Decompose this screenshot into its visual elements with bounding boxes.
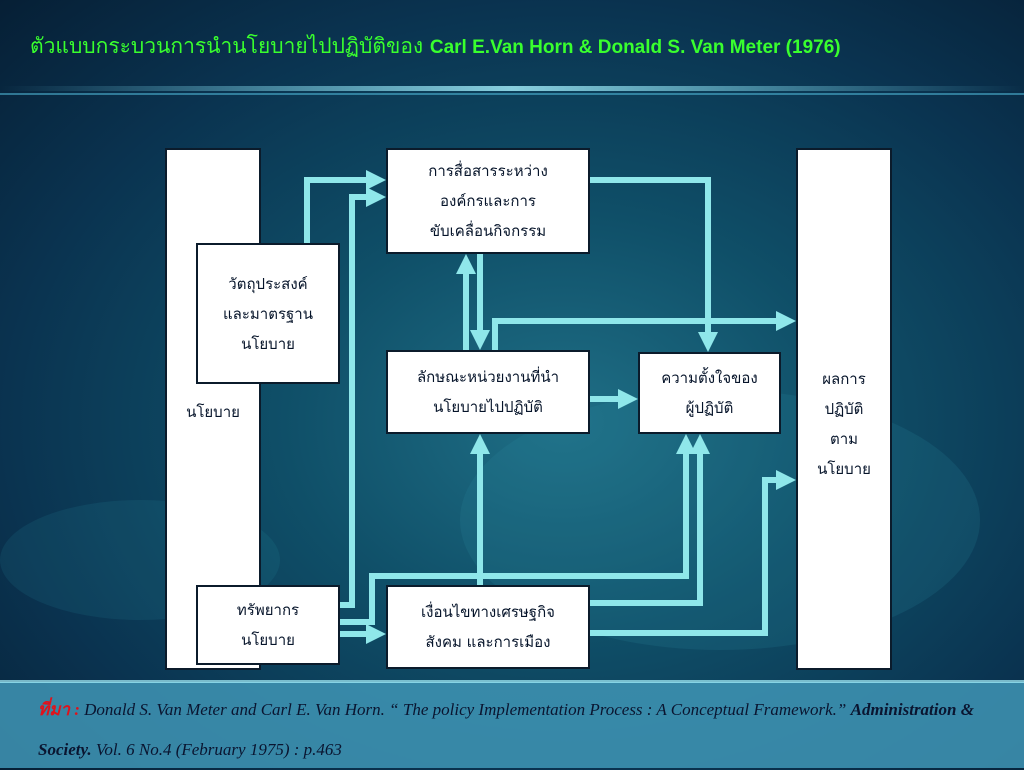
communication-line-3: ขับเคลื่อนกิจกรรม (429, 222, 547, 240)
arrow-conditions-to-performance (590, 477, 778, 636)
source-details: Vol. 6 No.4 (February 1975) : p.463 (95, 740, 342, 759)
policy-label: นโยบาย (186, 403, 240, 421)
arrowhead (366, 187, 386, 207)
arrowhead (366, 624, 386, 644)
source-journal: Administration & Society. (38, 700, 974, 759)
arrow-resources-to-disposition (340, 452, 689, 625)
arrowhead (676, 434, 696, 454)
resources-line-2: นโยบาย (241, 631, 295, 649)
arrowhead (776, 470, 796, 490)
arrow-resources-to-communication (340, 194, 368, 608)
source-citation: ที่มา : Donald S. Van Meter and Carl E. … (38, 690, 1013, 770)
title-thai: ตัวแบบกระบวนการนำนโยบายไปปฏิบัติของ (30, 34, 424, 58)
performance-line-3: ตาม (829, 430, 859, 448)
arrowhead (470, 330, 490, 350)
disposition-line-2: ผู้ปฏิบัติ (685, 399, 734, 417)
agency-line-2: นโยบายไปปฏิบัติ (433, 398, 543, 416)
agency-box: ลักษณะหน่วยงานที่นำ นโยบายไปปฏิบัติ (386, 350, 590, 434)
resources-line-1: ทรัพยากร (236, 601, 300, 619)
communication-box: การสื่อสารระหว่าง องค์กรและการ ขับเคลื่อ… (386, 148, 590, 254)
arrowhead (690, 434, 710, 454)
source-label: ที่มา : (38, 700, 80, 719)
arrowhead (470, 434, 490, 454)
conditions-box: เงื่อนไขทางเศรษฐกิจ สังคม และการเมือง (386, 585, 590, 669)
conditions-line-1: เงื่อนไขทางเศรษฐกิจ (421, 603, 555, 621)
arrow-communication-to-disposition (590, 177, 711, 334)
policy-column: นโยบาย (165, 148, 261, 670)
objectives-line-3: นโยบาย (241, 334, 295, 353)
performance-column: ผลการ ปฏิบัติ ตาม นโยบาย (796, 148, 892, 670)
communication-line-1: การสื่อสารระหว่าง (428, 162, 548, 180)
performance-line-2: ปฏิบัติ (824, 400, 864, 418)
resources-box: ทรัพยากร นโยบาย (196, 585, 340, 665)
communication-line-2: องค์กรและการ (440, 192, 536, 210)
performance-line-1: ผลการ (822, 370, 866, 388)
agency-line-1: ลักษณะหน่วยงานที่นำ (416, 368, 560, 386)
source-authors: Donald S. Van Meter and Carl E. Van Horn… (84, 700, 847, 719)
arrow-objectives-to-communication (304, 177, 368, 243)
objectives-box: วัตถุประสงค์ และมาตรฐาน นโยบาย (196, 243, 340, 384)
arrowhead (776, 311, 796, 331)
objectives-line-2: และมาตรฐาน (223, 304, 313, 323)
arrowhead (618, 389, 638, 409)
slide-title: ตัวแบบกระบวนการนำนโยบายไปปฏิบัติของ Carl… (30, 30, 1010, 63)
conditions-line-2: สังคม และการเมือง (425, 633, 551, 651)
arrowhead (698, 332, 718, 352)
arrow-agency-to-performance (492, 318, 778, 350)
disposition-line-1: ความตั้งใจของ (661, 369, 758, 387)
disposition-box: ความตั้งใจของ ผู้ปฏิบัติ (638, 352, 781, 434)
arrowhead (366, 170, 386, 190)
performance-line-4: นโยบาย (817, 460, 871, 478)
title-english: Carl E.Van Horn & Donald S. Van Meter (1… (429, 37, 841, 58)
arrowhead (456, 254, 476, 274)
arrow-conditions-to-disposition (590, 452, 703, 606)
objectives-line-1: วัตถุประสงค์ (228, 274, 308, 293)
